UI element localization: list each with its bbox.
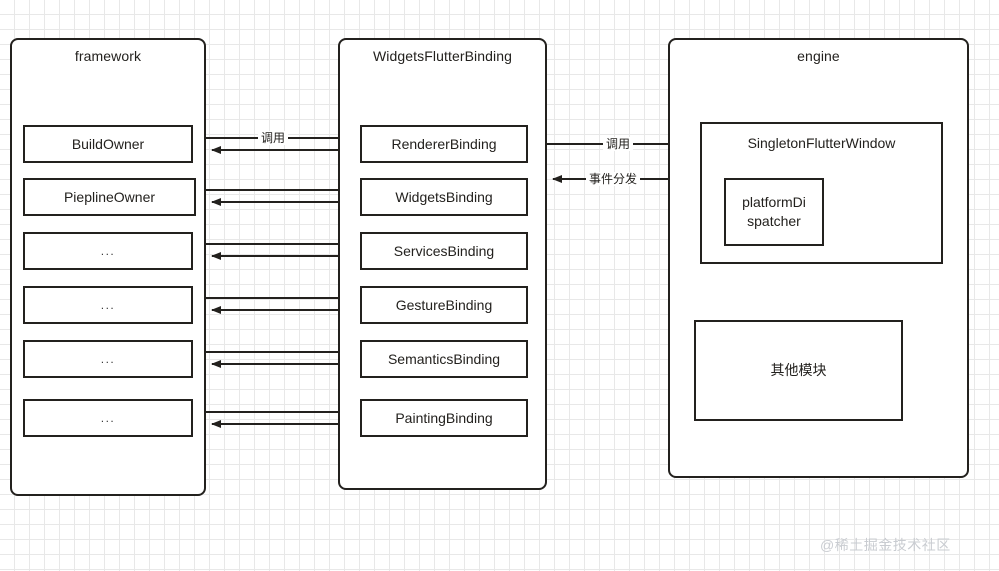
node-other-modules[interactable]: 其他模块 xyxy=(694,320,903,421)
group-widgets-flutter-binding-title: WidgetsFlutterBinding xyxy=(372,48,513,64)
group-framework-title: framework xyxy=(74,48,142,64)
node-framework-more-3[interactable]: ... xyxy=(23,340,193,378)
edge-label-framework-binding-call: 调用 xyxy=(258,131,289,145)
node-painting-binding[interactable]: PaintingBinding xyxy=(360,399,528,437)
watermark: @稀土掘金技术社区 xyxy=(820,537,951,553)
node-services-binding[interactable]: ServicesBinding xyxy=(360,232,528,270)
node-piepline-owner[interactable]: PieplineOwner xyxy=(23,178,196,216)
edge-label-engine-binding-event: 事件分发 xyxy=(586,172,641,186)
edge-framework4-gesturebinding xyxy=(206,294,360,314)
node-framework-more-1[interactable]: ... xyxy=(23,232,193,270)
node-gesture-binding[interactable]: GestureBinding xyxy=(360,286,528,324)
node-widgets-binding[interactable]: WidgetsBinding xyxy=(360,178,528,216)
edge-framework3-servicesbinding xyxy=(206,240,360,260)
edge-pieplineowner-widgetsbinding xyxy=(206,186,360,206)
edge-label-binding-engine-call: 调用 xyxy=(603,137,634,151)
node-semantics-binding[interactable]: SemanticsBinding xyxy=(360,340,528,378)
platform-dispatcher-line-2: spatcher xyxy=(747,213,801,229)
group-engine-title: engine xyxy=(797,48,840,64)
edge-framework5-semanticsbinding xyxy=(206,348,360,368)
edge-framework6-paintingbinding xyxy=(206,408,360,428)
node-platform-dispatcher[interactable]: platformDi spatcher xyxy=(724,178,824,246)
node-renderer-binding[interactable]: RendererBinding xyxy=(360,125,528,163)
platform-dispatcher-line-1: platformDi xyxy=(742,194,806,211)
node-framework-more-2[interactable]: ... xyxy=(23,286,193,324)
node-framework-more-4[interactable]: ... xyxy=(23,399,193,437)
node-build-owner[interactable]: BuildOwner xyxy=(23,125,193,163)
